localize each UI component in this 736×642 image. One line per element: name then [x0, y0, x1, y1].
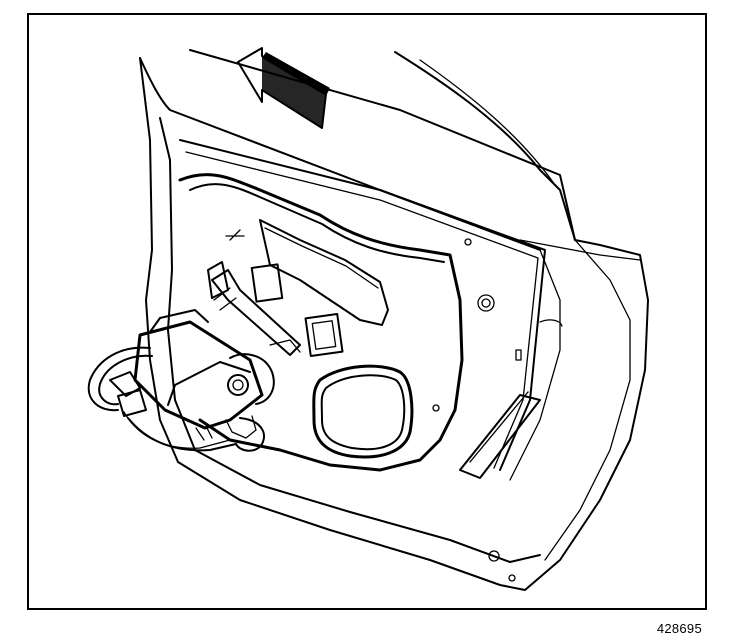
- window-regulator-motor: [133, 309, 275, 441]
- door-frame: [139, 49, 649, 591]
- speaker-cover: [312, 364, 414, 459]
- regulator-track: [207, 261, 301, 356]
- figure-border: [27, 13, 707, 610]
- wiring-harness: [87, 346, 265, 452]
- direction-arrow-icon: [237, 47, 330, 129]
- figure-id-label: 428695: [656, 621, 702, 636]
- door-inner-panel: [178, 173, 464, 472]
